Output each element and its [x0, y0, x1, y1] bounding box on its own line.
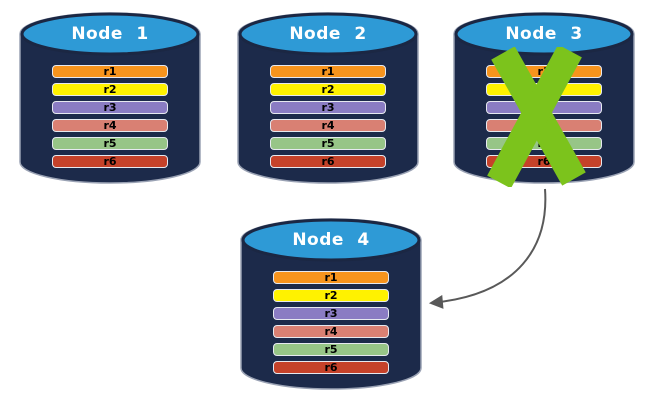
- replica-row: r6: [270, 155, 386, 168]
- replica-row-label: r4: [103, 119, 117, 132]
- replica-row-label: r2: [321, 83, 335, 96]
- cylinder-top: [20, 12, 200, 56]
- replica-row: r4: [52, 119, 168, 132]
- node-3-cylinder: Node 3 r1 r2 r3 r4 r5 r6 X: [453, 12, 635, 187]
- replica-row: r5: [273, 343, 389, 356]
- replica-row: r3: [273, 307, 389, 320]
- replica-row: r4: [270, 119, 386, 132]
- failover-arrow-path: [428, 188, 547, 309]
- replica-row: r2: [273, 289, 389, 302]
- failure-cross-icon: X: [484, 47, 590, 187]
- replica-rows: r1 r2 r3 r4 r5 r6: [270, 65, 386, 173]
- replica-row-label: r6: [321, 155, 335, 168]
- replica-row-label: r6: [324, 361, 338, 374]
- replica-row: r2: [270, 83, 386, 96]
- replica-row-label: r5: [103, 137, 117, 150]
- replica-row: r6: [273, 361, 389, 374]
- replica-row-label: r1: [324, 271, 338, 284]
- replica-row: r2: [52, 83, 168, 96]
- node-1-cylinder: Node 1 r1 r2 r3 r4 r5 r6: [19, 12, 201, 184]
- replica-row: r5: [270, 137, 386, 150]
- replica-row: r1: [273, 271, 389, 284]
- replica-rows: r1 r2 r3 r4 r5 r6: [273, 271, 389, 379]
- replica-row-label: r6: [537, 155, 551, 168]
- replica-row-label: r2: [324, 289, 338, 302]
- failure-x-icon: [487, 47, 586, 187]
- replica-row: r1: [52, 65, 168, 78]
- replica-row-label: r3: [324, 307, 338, 320]
- replica-row-label: r1: [321, 65, 335, 78]
- node-title: Node 3: [505, 24, 583, 44]
- node-4-cylinder: Node 4 r1 r2 r3 r4 r5 r6: [240, 218, 422, 390]
- node-title: Node 4: [292, 230, 370, 250]
- replica-row: r1: [270, 65, 386, 78]
- replica-row: r5: [52, 137, 168, 150]
- replica-row-label: r6: [103, 155, 117, 168]
- cylinder-top: [238, 12, 418, 56]
- replica-rows: r1 r2 r3 r4 r5 r6: [52, 65, 168, 173]
- replica-row-label: r4: [324, 325, 338, 338]
- replica-row-label: r2: [103, 83, 117, 96]
- replica-row: r6: [52, 155, 168, 168]
- cylinder-top: [454, 12, 634, 56]
- replica-row: r4: [273, 325, 389, 338]
- replica-row: r3: [52, 101, 168, 114]
- cylinder-top: [241, 218, 421, 262]
- replica-row-label: r5: [324, 343, 338, 356]
- replica-row-label: r4: [321, 119, 335, 132]
- replica-row-label: r3: [103, 101, 117, 114]
- replica-row-label: r1: [103, 65, 117, 78]
- node-title: Node 1: [71, 24, 149, 44]
- replica-row: r3: [270, 101, 386, 114]
- node-title: Node 2: [289, 24, 367, 44]
- replica-row-label: r5: [321, 137, 335, 150]
- node-2-cylinder: Node 2 r1 r2 r3 r4 r5 r6: [237, 12, 419, 184]
- replica-row-label: r3: [321, 101, 335, 114]
